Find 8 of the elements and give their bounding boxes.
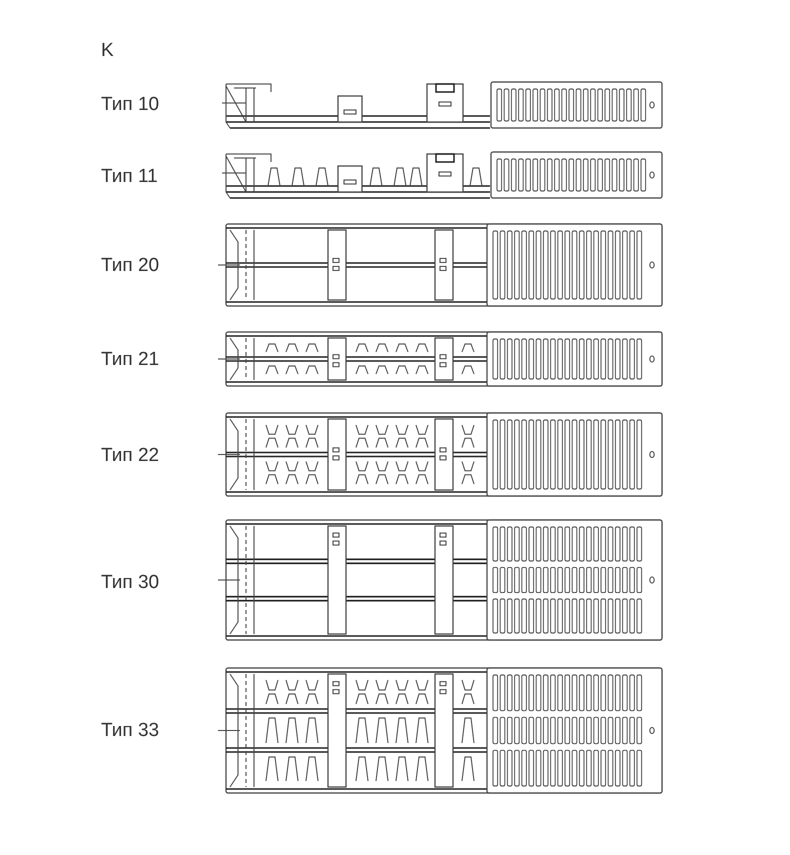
- type-label: Тип 21: [101, 349, 160, 371]
- type-label: Тип 22: [101, 445, 160, 467]
- type-label: Тип 20: [101, 255, 160, 277]
- type-label: Тип 30: [101, 572, 160, 594]
- type-label: Тип 10: [101, 94, 160, 116]
- type-label: Тип 11: [101, 166, 158, 188]
- type-label: Тип 33: [101, 720, 160, 742]
- figure-letter: K: [101, 40, 114, 62]
